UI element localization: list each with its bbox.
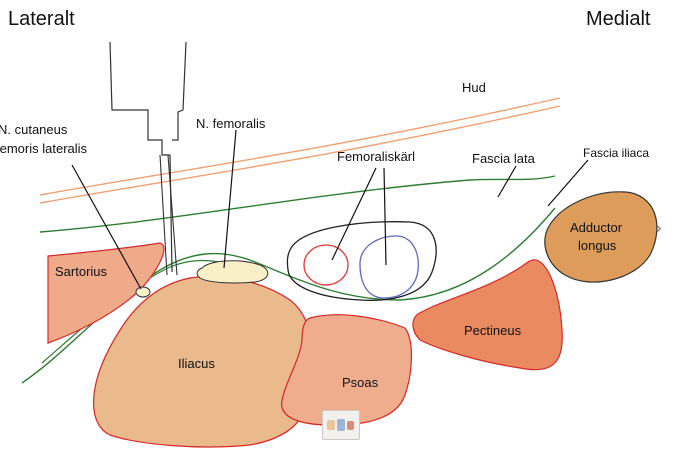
lateral-cutaneous-nerve <box>136 287 150 297</box>
pectineus-label: Pectineus <box>464 323 522 338</box>
fascia-iliaca-label: Fascia iliaca <box>583 146 649 160</box>
adductor-longus-muscle <box>545 192 657 282</box>
thumbnail-shape <box>337 419 345 431</box>
iliacus-label: Iliacus <box>178 356 215 371</box>
hud-label: Hud <box>462 80 486 95</box>
next-slide-arrow-icon[interactable]: › <box>650 220 668 238</box>
femoral-artery <box>304 245 348 285</box>
n-femoralis-label: N. femoralis <box>196 116 266 131</box>
leader-fascia-lata <box>498 166 516 197</box>
n-cutaneus-label-line1: N. cutaneus <box>0 122 68 137</box>
thumbnail-shape <box>327 420 335 430</box>
sartorius-label: Sartorius <box>55 264 108 279</box>
leader-femoralis <box>224 130 236 268</box>
fascia-lata-line <box>40 176 555 232</box>
thumbnail-shape <box>347 421 354 430</box>
femoraliskarl-label: Femoraliskärl <box>337 149 415 164</box>
pectineus-muscle <box>413 260 562 370</box>
fascia-lata-label: Fascia lata <box>472 151 536 166</box>
femoral-vein <box>360 236 418 298</box>
skin-line-outer <box>40 98 560 195</box>
femoral-vessel-sheath <box>287 222 436 301</box>
slide-thumbnail[interactable] <box>322 410 360 440</box>
lateral-heading: Lateralt <box>8 8 75 30</box>
leader-femoraliskarl-vein <box>384 168 386 265</box>
femoral-nerve <box>197 261 268 283</box>
adductor-label-line1: Adductor <box>570 220 623 235</box>
leader-femoraliskarl-artery <box>332 168 376 260</box>
medial-heading: Medialt <box>586 8 651 30</box>
adductor-label-line2: longus <box>578 238 617 253</box>
psoas-label: Psoas <box>342 375 379 390</box>
n-cutaneus-label-line2: femoris lateralis <box>0 141 88 156</box>
